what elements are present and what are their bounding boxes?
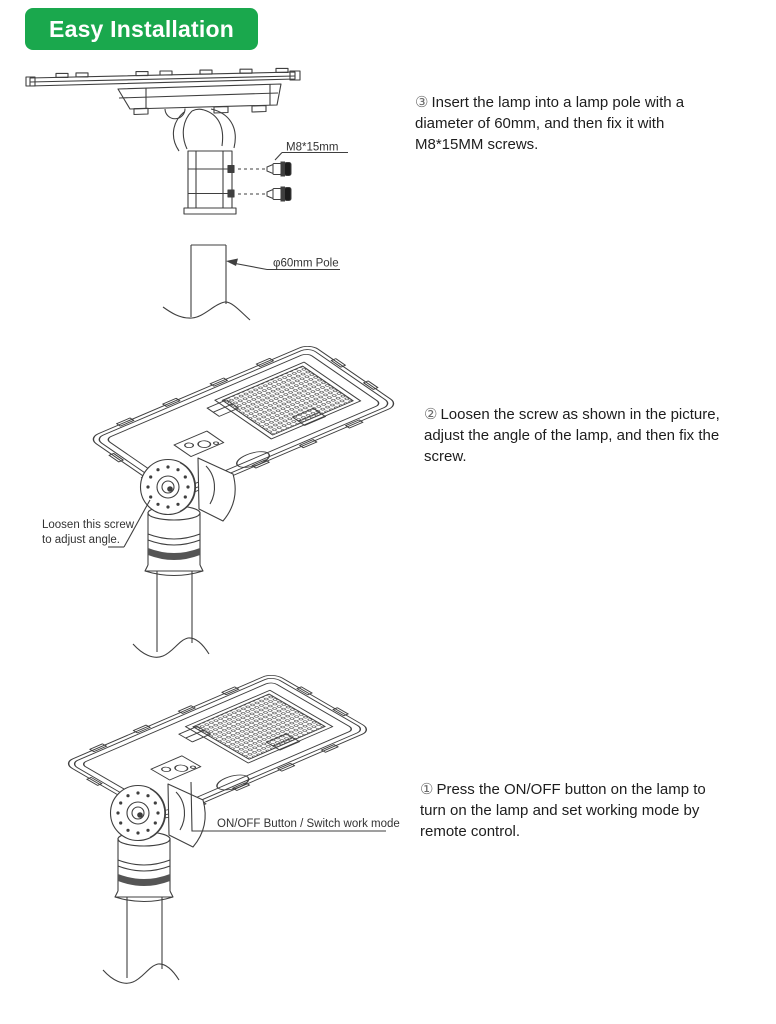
pivot-joint-illustration [102,783,206,984]
label-pole-spec: φ60mm Pole [273,258,339,270]
pivot-joint-illustration [132,457,236,658]
lamp-illustration [57,669,378,824]
diagram-angle-adjustment: Loosen this screw to adjust angle. [42,340,404,658]
step-1-text: Press the ON/OFF button on the lamp to t… [420,781,706,840]
label-adjust-screw-line1: Loosen this screw [42,519,135,531]
screw-illustration [266,186,292,202]
step-1-number: ① [420,781,434,798]
step-3-number: ③ [415,94,429,111]
label-adjust-screw-line2: to adjust angle. [42,534,120,546]
lamp-illustration [82,340,404,503]
screw-illustration [266,161,292,177]
step-2-text: Loosen the screw as shown in the picture… [424,406,720,465]
label-onoff-button: ON/OFF Button / Switch work mode [217,818,400,830]
diagram-onoff-button: ON/OFF Button / Switch work mode [57,669,400,984]
step-3-text: Insert the lamp into a lamp pole with a … [415,94,685,153]
step-2-number: ② [424,406,438,423]
label-screw-spec: M8*15mm [286,142,338,154]
diagram-pole-mounting: M8*15mm φ60mm Pole [25,67,348,321]
section-title-banner: Easy Installation [25,8,258,50]
section-title-text: Easy Installation [49,15,234,42]
